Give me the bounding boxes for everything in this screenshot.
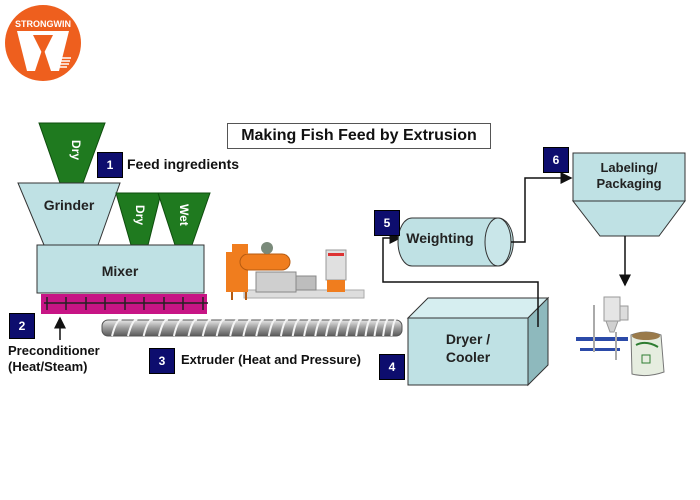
screw-thread <box>242 318 252 337</box>
extruder-screw <box>101 318 403 337</box>
mixer: Mixer <box>36 244 205 294</box>
weighting-label: Weighting <box>406 230 473 246</box>
dry-hopper-middle: Dry <box>115 192 162 246</box>
dry-hopper-top-label: Dry <box>69 140 83 160</box>
screw-thread <box>325 318 333 337</box>
dryer-label-line1: Dryer / <box>446 331 490 347</box>
mixer-label: Mixer <box>102 263 139 279</box>
packaging-label-line2: Packaging <box>596 176 661 191</box>
screw-thread <box>291 318 301 337</box>
step-2-label-line1: Preconditioner <box>8 343 100 358</box>
screw-thread <box>364 318 372 337</box>
screw-thread <box>279 318 289 337</box>
screw-thread <box>382 318 389 337</box>
labeling-packaging: Labeling/ Packaging <box>571 152 686 237</box>
screw-thread <box>142 318 154 337</box>
screw-thread <box>229 318 239 337</box>
dryer-label-line2: Cooler <box>446 349 491 365</box>
screw-thread <box>355 318 363 337</box>
step-2-label-line2: (Heat/Steam) <box>8 359 88 374</box>
screw-thread <box>345 318 353 337</box>
screw-thread <box>314 318 323 337</box>
step-1-label: Feed ingredients <box>127 156 240 172</box>
step-badge-2: 2 <box>9 313 35 339</box>
screw-thread <box>111 318 122 337</box>
packaging-label-line1: Labeling/ <box>600 160 657 175</box>
screw-thread <box>335 318 343 337</box>
screw-thread <box>373 318 381 337</box>
step-badge-6: 6 <box>543 147 569 173</box>
screw-thread <box>267 318 277 337</box>
screw-thread <box>127 318 138 337</box>
packing-machine-photo <box>576 296 629 360</box>
screw-thread <box>255 318 265 337</box>
screw-thread <box>303 318 312 337</box>
feed-bag-photo <box>630 331 665 377</box>
screw-thread <box>201 318 212 337</box>
logo-icon: STRONGWIN <box>5 5 81 81</box>
grinder-label: Grinder <box>44 197 95 213</box>
grinder: Grinder <box>17 182 121 246</box>
weighting-cylinder: Weighting <box>397 217 514 267</box>
preconditioner <box>41 294 208 314</box>
dry-hopper-top: Dry <box>38 122 106 184</box>
dryer-to-weighting-arrow <box>382 232 539 327</box>
extruder-machine-photo <box>226 242 365 300</box>
strongwin-logo: STRONGWIN <box>3 3 83 83</box>
diagram-title: Making Fish Feed by Extrusion <box>227 123 491 149</box>
step-badge-3: 3 <box>149 348 175 374</box>
weighting-to-packaging-arrow <box>511 172 573 243</box>
wet-hopper: Wet <box>157 192 211 246</box>
screw-thread <box>172 318 184 337</box>
wet-hopper-label: Wet <box>177 204 191 226</box>
step-badge-1: 1 <box>97 152 123 178</box>
screw-thread <box>157 318 169 337</box>
screw-thread <box>215 318 226 337</box>
dryer-cooler: Dryer / Cooler <box>406 296 550 387</box>
logo-brand-text: STRONGWIN <box>15 19 71 29</box>
step-badge-5: 5 <box>374 210 400 236</box>
step-3-label: Extruder (Heat and Pressure) <box>181 352 361 367</box>
dry-hopper-middle-label: Dry <box>133 205 147 225</box>
screw-thread <box>187 318 198 337</box>
step-badge-4: 4 <box>379 354 405 380</box>
screw-thread <box>390 318 397 337</box>
